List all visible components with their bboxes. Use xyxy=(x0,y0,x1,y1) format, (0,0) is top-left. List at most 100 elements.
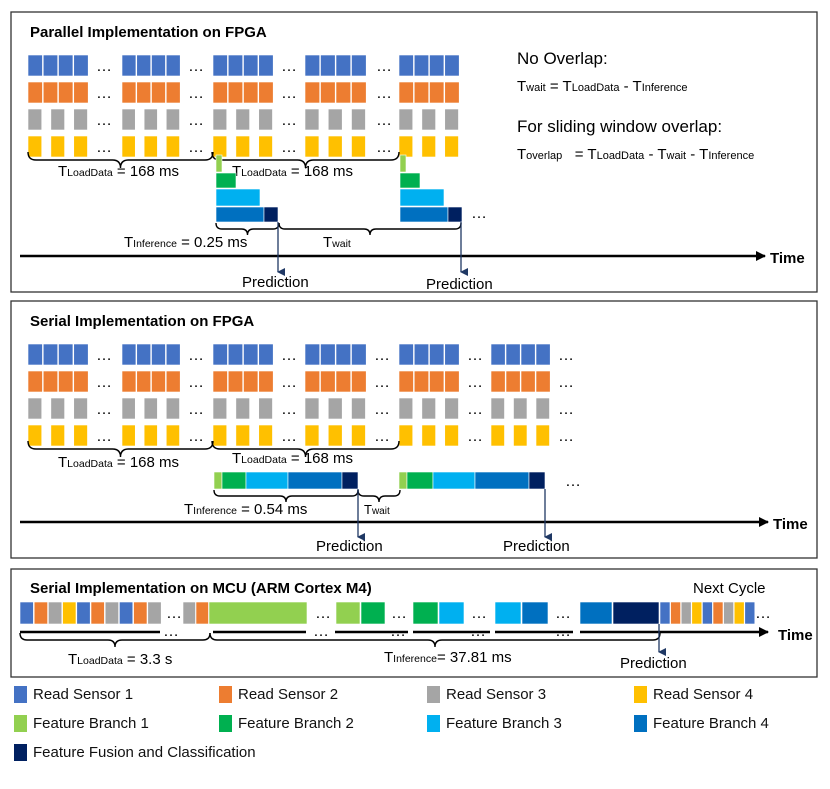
parallel-sensor1-block xyxy=(121,54,137,77)
mcu-next-cycle-block xyxy=(744,601,756,625)
parallel-tinference: TInference = 0.25 ms xyxy=(124,234,247,251)
mcu-fusion-block xyxy=(612,601,660,625)
legend-label: Feature Branch 4 xyxy=(653,715,769,732)
parallel-twait: Twait xyxy=(323,234,351,251)
serial-fpga-sensor1-block xyxy=(151,343,166,366)
mcu-sensor-block xyxy=(33,601,48,625)
parallel-sensor3-block xyxy=(421,108,436,131)
parallel-sensor2-block xyxy=(413,81,429,104)
legend-label: Read Sensor 3 xyxy=(446,686,547,703)
legend-swatch xyxy=(219,715,232,732)
parallel-sensor3-block xyxy=(444,108,459,131)
serial-fpga-sensor3-block xyxy=(212,397,228,420)
serial-fpga-ellipsis: … xyxy=(374,347,390,364)
serial-fpga-ellipsis: … xyxy=(96,347,112,364)
parallel-ellipsis: … xyxy=(376,58,392,75)
serial-fpga-sensor3-block xyxy=(398,397,414,420)
parallel-sensor2-block xyxy=(429,81,445,104)
mcu-branch1-block xyxy=(335,601,361,625)
serial-fpga-title: Serial Implementation on FPGA xyxy=(30,313,254,330)
parallel-ellipsis: … xyxy=(281,85,297,102)
parallel-sensor1-block xyxy=(42,54,58,77)
parallel-sensor1-block xyxy=(320,54,336,77)
serial-fpga-sensor2-block xyxy=(505,370,521,393)
serial-fpga-sensor2-block xyxy=(444,370,460,393)
serial-fpga-sensor2-block xyxy=(490,370,506,393)
serial-fpga-sensor3-block xyxy=(73,397,88,420)
parallel-ellipsis: … xyxy=(96,85,112,102)
serial-fpga-sensor3-block xyxy=(235,397,250,420)
legend-swatch xyxy=(634,686,647,703)
parallel-branch2-block xyxy=(399,172,421,189)
parallel-time-label: Time xyxy=(770,250,805,267)
mcu-ellipsis: … xyxy=(163,623,179,640)
serial-fpga-prediction-1: Prediction xyxy=(316,538,383,555)
serial-fpga-branch2-block xyxy=(221,471,247,490)
serial-fpga-sensor4-block xyxy=(258,424,273,447)
parallel-sensor2-block xyxy=(73,81,89,104)
serial-fpga-sensor1-block xyxy=(227,343,243,366)
serial-fpga-sensor3-block xyxy=(351,397,366,420)
serial-fpga-sensor4-block xyxy=(327,424,343,447)
serial-fpga-sensor2-block xyxy=(121,370,137,393)
serial-fpga-sensor4-block xyxy=(421,424,436,447)
serial-fpga-sensor1-block xyxy=(121,343,137,366)
parallel-sensor1-block xyxy=(165,54,181,77)
parallel-sensor1-block xyxy=(304,54,320,77)
parallel-sensor3-block xyxy=(73,108,88,131)
serial-fpga-ellipsis: … xyxy=(281,428,297,445)
serial-fpga-sensor4-block xyxy=(235,424,250,447)
parallel-sensor4-block xyxy=(258,135,273,158)
legend-item: Read Sensor 4 xyxy=(634,686,753,703)
serial-fpga-ellipsis: … xyxy=(188,347,204,364)
parallel-sensor2-block xyxy=(351,81,367,104)
parallel-sensor4-block xyxy=(444,135,459,158)
parallel-branch1-block xyxy=(215,154,223,173)
serial-fpga-fusion-block xyxy=(528,471,546,490)
parallel-fusion-block xyxy=(447,206,463,223)
mcu-sensor-block xyxy=(147,601,162,625)
legend-swatch xyxy=(219,686,232,703)
parallel-sensor3-block xyxy=(351,108,366,131)
parallel-sensor2-block xyxy=(243,81,259,104)
serial-mcu-title: Serial Implementation on MCU (ARM Cortex… xyxy=(30,580,372,597)
serial-fpga-panel xyxy=(10,300,818,559)
parallel-sensor3-block xyxy=(327,108,343,131)
serial-fpga-sensor2-block xyxy=(151,370,166,393)
serial-fpga-sensor1-block xyxy=(520,343,536,366)
serial-fpga-sensor4-block xyxy=(351,424,366,447)
legend-item: Feature Branch 3 xyxy=(427,715,562,732)
serial-fpga-sensor2-block xyxy=(398,370,414,393)
serial-fpga-sensor1-block xyxy=(58,343,74,366)
parallel-sensor1-block xyxy=(136,54,151,77)
legend-label: Read Sensor 2 xyxy=(238,686,339,703)
serial-fpga-ellipsis: … xyxy=(565,473,581,490)
serial-fpga-sensor4-block xyxy=(535,424,550,447)
legend-swatch xyxy=(634,715,647,732)
mcu-next-cycle-block xyxy=(712,601,724,625)
serial-fpga-sensor4-block xyxy=(212,424,228,447)
serial-fpga-tinference: TInference = 0.54 ms xyxy=(184,501,307,518)
parallel-sensor2-block xyxy=(320,81,336,104)
serial-fpga-sensor2-block xyxy=(351,370,367,393)
serial-mcu-panel xyxy=(10,568,818,678)
timing-diagram: Parallel Implementation on FPGA Serial I… xyxy=(10,11,818,678)
serial-fpga-sensor1-block xyxy=(444,343,460,366)
serial-fpga-sensor2-block xyxy=(73,370,89,393)
legend-item: Feature Branch 2 xyxy=(219,715,354,732)
parallel-sensor1-block xyxy=(398,54,414,77)
mcu-next-cycle-block xyxy=(733,601,745,625)
serial-fpga-sensor2-block xyxy=(42,370,58,393)
parallel-ellipsis: … xyxy=(376,85,392,102)
serial-fpga-sensor3-block xyxy=(50,397,65,420)
serial-fpga-ellipsis: … xyxy=(281,374,297,391)
serial-fpga-ellipsis: … xyxy=(467,374,483,391)
legend-swatch xyxy=(427,686,440,703)
parallel-sensor2-block xyxy=(212,81,228,104)
serial-fpga-sensor3-block xyxy=(535,397,550,420)
serial-fpga-sensor1-block xyxy=(42,343,58,366)
serial-fpga-sensor2-block xyxy=(520,370,536,393)
parallel-sensor3-block xyxy=(304,108,320,131)
serial-fpga-branch3-block xyxy=(432,471,476,490)
serial-fpga-sensor3-block xyxy=(421,397,436,420)
